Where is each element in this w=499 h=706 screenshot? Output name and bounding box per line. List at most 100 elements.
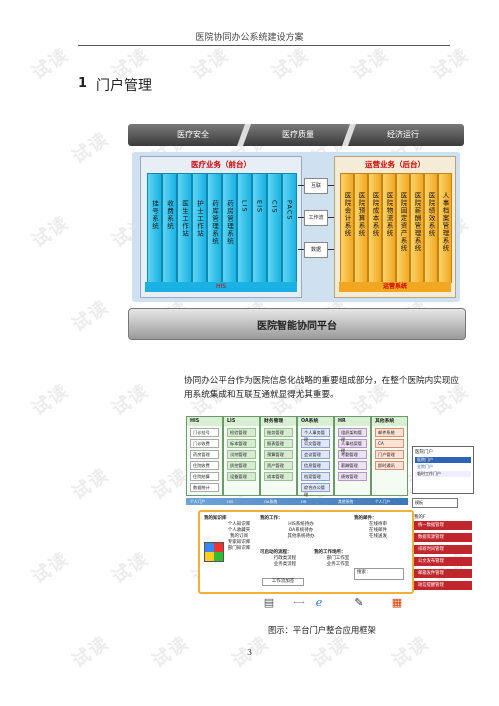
front-system-label: 药房管理系统: [225, 200, 234, 245]
back-system-label: 医院绩效系统: [427, 192, 435, 237]
portal-list-item: 行政类流程: [273, 556, 297, 561]
portal-strip-label: 个人门户: [375, 499, 391, 504]
system-item: 质控管理: [227, 461, 256, 470]
system-item: 薪酬管理: [338, 461, 367, 470]
system-item: 信息管理: [301, 461, 330, 470]
system-item: 试剂管理: [227, 450, 256, 459]
system-column-title: 其他系统: [372, 417, 407, 426]
back-system-column: 医院预算系统: [354, 173, 368, 283]
tab-separator: [341, 124, 357, 146]
system-item: 报表管理: [264, 439, 293, 448]
function-menu-item: 短信提醒管理: [414, 581, 472, 590]
portal-list-item: 专家知识库: [227, 540, 251, 545]
watermark-text: 试读: [28, 380, 74, 421]
front-system-label: 药库管理系统: [210, 200, 219, 245]
system-item: 标本管理: [227, 439, 256, 448]
system-item: 综合办公管理: [301, 483, 330, 497]
office-icon: ▦: [391, 596, 403, 609]
back-system-column: 人事档案管理系统: [438, 173, 452, 283]
system-column: 财务管理账务管理报表管理预算管理资产管理成本管理: [260, 416, 297, 496]
cube-icon: [204, 542, 224, 562]
arrow: [326, 217, 334, 218]
watermark-text: 试读: [28, 548, 74, 589]
tab-separator: [236, 124, 252, 146]
tab-economic-operation: 经济运行: [387, 130, 419, 139]
arrow: [326, 249, 334, 250]
watermark-text: 试读: [28, 212, 74, 253]
header-rule: [78, 45, 450, 46]
portal-list-item: OA系统待办: [288, 528, 314, 533]
body-paragraph: 协同办公平台作为医院信息化战略的重要组成部分，在整个医院内实现应用系统集成和互联…: [184, 376, 460, 400]
front-system-label: CIS: [270, 200, 279, 214]
back-system-column: 医院绩效系统: [424, 173, 438, 283]
portal-strip-label: 个人门户: [190, 499, 206, 504]
front-system-column: 药库管理系统: [207, 173, 222, 283]
watermark-text: 试读: [68, 128, 114, 169]
arrow: [298, 217, 306, 218]
portal-list-item: 部门工作室: [326, 556, 350, 561]
section-title: 门户管理: [96, 78, 152, 94]
back-system-column: 医院物流系统: [382, 173, 396, 283]
back-system-label: 医院会计系统: [343, 192, 351, 237]
platform-bar: 医院智能协同平台: [128, 308, 466, 340]
system-item: 设备管理: [227, 472, 256, 481]
front-system-column: 挂号系统: [147, 173, 162, 283]
portal-window: 我的知识库 个人知识库个人收藏夹我的订阅专家知识库部门知识库 我的工作： HIS…: [198, 510, 414, 594]
system-item: 个人事务管理: [301, 428, 330, 442]
system-column-title: OA系统: [298, 417, 333, 426]
portal-list-item: HIS系统待办: [288, 522, 314, 527]
system-column-title: HIS: [187, 417, 222, 426]
system-item: 组织架构管理: [338, 428, 367, 442]
function-menu-title: 我的F: [414, 515, 426, 520]
my-work-title: 我的工作：: [260, 516, 283, 521]
portal-list-item: 在线待审: [369, 522, 387, 527]
his-bar: HIS: [145, 282, 297, 292]
my-mail-title: 我的邮件：: [354, 516, 377, 521]
middle-box-interconnect: 互联: [304, 178, 328, 194]
middle-box-data: 数据: [304, 242, 328, 258]
system-item: 公文管理: [301, 439, 330, 448]
function-menu-item: 公文发布管理: [414, 557, 472, 566]
knowledge-list: 个人知识库个人收藏夹我的订阅专家知识库部门知识库: [222, 522, 256, 552]
back-system-label: 医院物流系统: [385, 192, 393, 237]
workflow-button: 工作流加签: [262, 578, 304, 586]
system-item: 档案管理: [301, 472, 330, 481]
front-system-label: EIS: [255, 200, 264, 214]
front-system-label: 挂号系统: [150, 200, 159, 230]
front-system-column: 收费系统: [162, 173, 177, 283]
system-item: 数据统计: [190, 483, 219, 492]
system-item: 检验管理: [227, 428, 256, 437]
workplace-title: 我的工作场所：: [314, 550, 346, 555]
watermark-text: 试读: [68, 464, 114, 505]
back-office-panel: 运营业务（后台） 医院会计系统医院预算系统医院成本系统医院物流系统医院固定资产系…: [334, 156, 456, 298]
system-item: 考勤管理: [338, 450, 367, 459]
search-box: 搜索：: [354, 568, 404, 580]
process-title: 可启动的流程：: [260, 550, 292, 555]
portal-strip-label: HR: [301, 499, 307, 504]
figure-caption: 图示：平台门户整合应用框架: [268, 625, 376, 635]
system-item: 会议管理: [301, 450, 330, 459]
system-item: 账务管理: [264, 428, 293, 437]
portal-list-item: 业务工作室: [326, 562, 350, 567]
system-column: HR组织架构管理人事档案管理考勤管理薪酬管理绩效管理: [334, 416, 371, 496]
front-system-column: 医生工作站: [177, 173, 192, 283]
system-item: 门诊挂号: [190, 428, 219, 437]
back-system-column: 医院会计系统: [340, 173, 354, 283]
watermark-text: 试读: [348, 44, 394, 85]
knowledge-title: 我的知识库: [204, 516, 227, 521]
watermark-text: 试读: [68, 296, 114, 337]
function-menu-item: 排班时间管理: [414, 545, 472, 554]
front-system-label: 医生工作站: [180, 200, 189, 238]
system-item: 住院收费: [190, 461, 219, 470]
operations-bar: 运营系统: [339, 282, 451, 292]
tab-medical-safety: 医疗安全: [177, 130, 209, 139]
system-item: 门户管理: [375, 450, 404, 459]
arrow-icon: ⟷: [293, 598, 305, 607]
portal-list-item: 其他系统待办: [287, 534, 315, 539]
watermark-text: 试读: [108, 548, 154, 589]
